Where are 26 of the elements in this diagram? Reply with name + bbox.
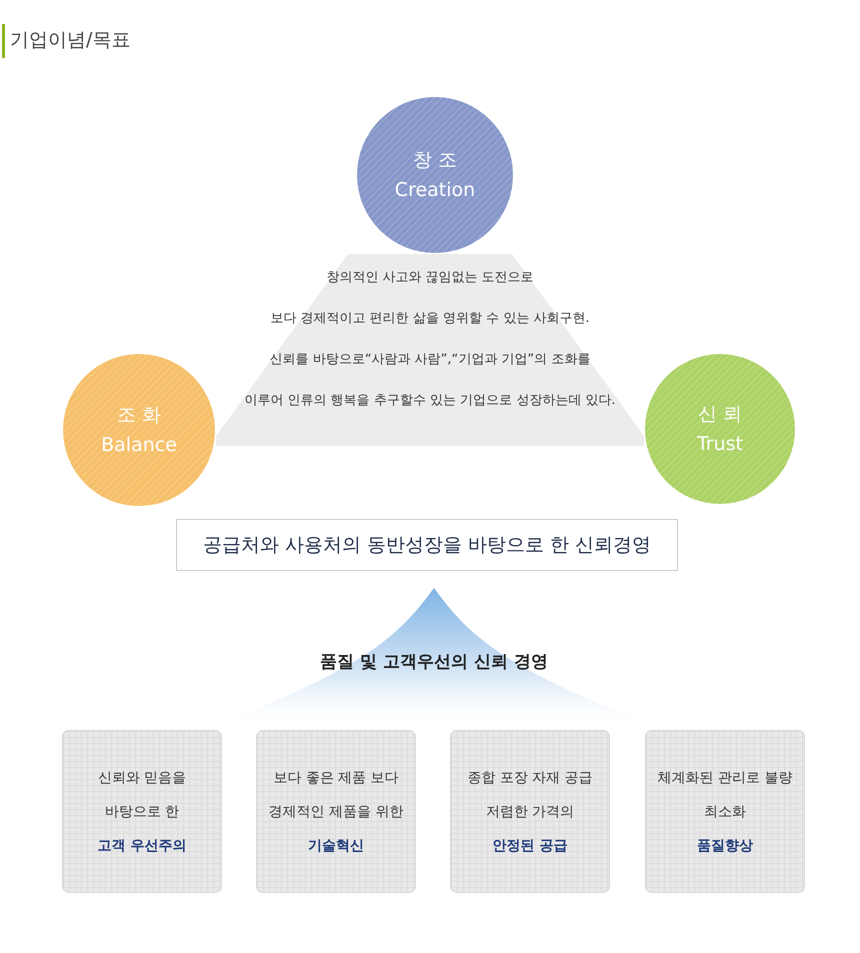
goal-card [62, 730, 222, 893]
value-subtitle: Trust [696, 432, 743, 457]
mission-text: 이루어 인류의 행복을 추구할수 있는 기업으로 성장하는데 있다. [243, 392, 617, 409]
value-title: 창 조 [412, 148, 458, 173]
goal-card [645, 730, 805, 893]
value-title: 조 화 [116, 403, 162, 428]
goal-text: 보다 좋은 제품 보다 경제적인 제품을 위한 [268, 768, 404, 822]
goal-text: 체계화된 관리로 불량 최소화 [656, 768, 794, 822]
goal-text: 종합 포장 자재 공급 저렴한 가격의 [466, 768, 594, 822]
value-subtitle: Balance [101, 433, 177, 458]
goal-keyword: 기술혁신 [307, 836, 365, 856]
goal-keyword: 품질향상 [696, 836, 754, 856]
value-title: 신 뢰 [698, 402, 742, 427]
mission-text: 신뢰를 바탕으로“사람과 사람”,“기업과 기업”의 조화를 [268, 351, 592, 368]
mission-triangle [216, 254, 644, 446]
slogan-box: 공급처와 사용처의 동반성장을 바탕으로 한 신뢰경영 [176, 519, 678, 571]
goal-card [256, 730, 416, 893]
page-title: 기업이념/목표 [10, 28, 130, 53]
goal-text: 신뢰와 믿음을 바탕으로 한 [96, 768, 188, 822]
mission-text: 창의적인 사고와 끊임없는 도전으로 [325, 269, 535, 286]
mission-text: 보다 경제적이고 편리한 삶을 영위할 수 있는 사회구현. [269, 310, 591, 327]
peak-heading: 품질 및 고객우선의 신뢰 경영 [319, 651, 549, 673]
goal-keyword: 안정된 공급 [492, 836, 568, 856]
goal-card [450, 730, 610, 893]
value-subtitle: Creation [394, 178, 476, 203]
goal-keyword: 고객 우선주의 [96, 836, 188, 856]
